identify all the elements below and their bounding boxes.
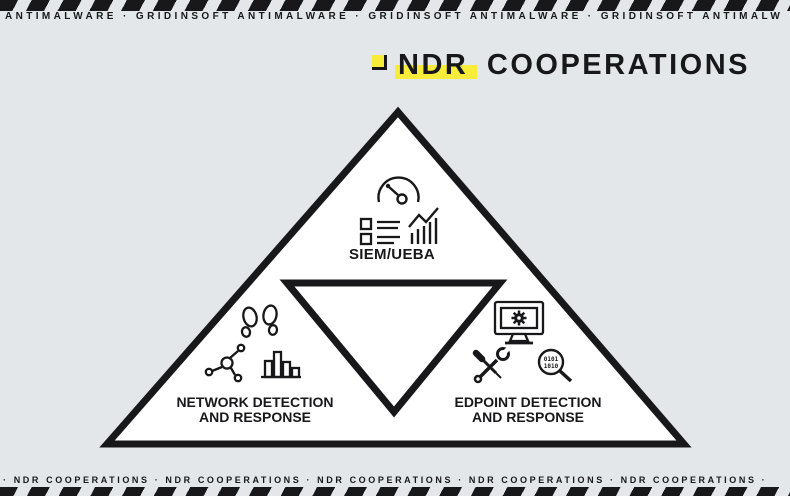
bottom-ticker-text: · NDR COOPERATIONS · NDR COOPERATIONS · …: [3, 475, 768, 485]
page-title-text: NDR COOPERATIONS: [395, 49, 750, 82]
page-title: NDR COOPERATIONS: [372, 49, 750, 82]
label-siem-ueba: SIEM/UEBA: [348, 246, 436, 263]
title-highlighted-word: NDR: [395, 49, 478, 81]
bottom-hazard-stripes: [0, 487, 790, 496]
label-network-line2: AND RESPONSE: [198, 409, 312, 425]
growth-bars-icon: [408, 207, 439, 244]
top-ticker-text: ANTIMALWARE · GRIDINSOFT ANTIMALWARE · G…: [5, 11, 784, 22]
title-rest: COOPERATIONS: [486, 49, 750, 81]
label-endpoint-detection: EDPOINT DETECTION AND RESPONSE: [428, 395, 628, 425]
label-network-detection: NETWORK DETECTION AND RESPONSE: [155, 395, 355, 425]
yellow-square-bullet-icon: [372, 55, 387, 70]
inverted-triangle: [279, 279, 508, 418]
magnifier-binary-line2: 1010: [544, 363, 559, 370]
label-endpoint-line1: EDPOINT DETECTION: [454, 394, 602, 410]
top-hazard-stripes: [0, 0, 790, 11]
bar-graph-icon: [261, 350, 301, 379]
binary-magnifier-icon: 0101 1010: [537, 348, 573, 383]
network-nodes-icon: [204, 343, 246, 383]
gauge-icon: [377, 176, 420, 205]
footprints-icon: [240, 304, 279, 338]
label-network-line1: NETWORK DETECTION: [176, 394, 334, 410]
label-endpoint-line2: AND RESPONSE: [471, 409, 585, 425]
monitor-gear-icon: [493, 300, 545, 345]
repair-tools-icon: [472, 344, 513, 384]
report-list-icon: [359, 217, 400, 246]
magnifier-binary-line1: 0101: [544, 356, 559, 363]
